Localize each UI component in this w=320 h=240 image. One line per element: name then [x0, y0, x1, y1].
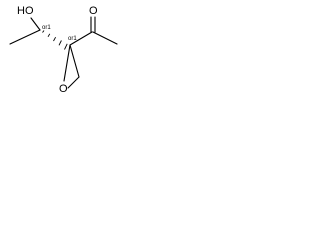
hashed-wedge-bond — [42, 30, 68, 50]
stereo-label-quaternary: or1 — [68, 36, 77, 42]
bond-hydroxyl-carbinol — [30, 17, 41, 31]
epoxide-oxygen-label: O — [59, 83, 68, 95]
bond-epoxide-c-c — [69, 44, 80, 78]
bond-epoxide-c-o-left — [63, 44, 71, 82]
stereo-label-carbinol: or1 — [42, 25, 51, 31]
hydroxyl-label: HO — [17, 5, 34, 17]
bond-epoxide-o-c — [67, 76, 80, 89]
bond-carbonyl-methyl — [92, 31, 118, 45]
carbonyl-oxygen-label: O — [89, 5, 98, 17]
bond-quaternary-carbonyl — [69, 31, 93, 46]
bond-carbinol-methyl — [9, 29, 41, 45]
chemical-structure-diagram: HO O O or1 or1 — [9, 5, 118, 95]
